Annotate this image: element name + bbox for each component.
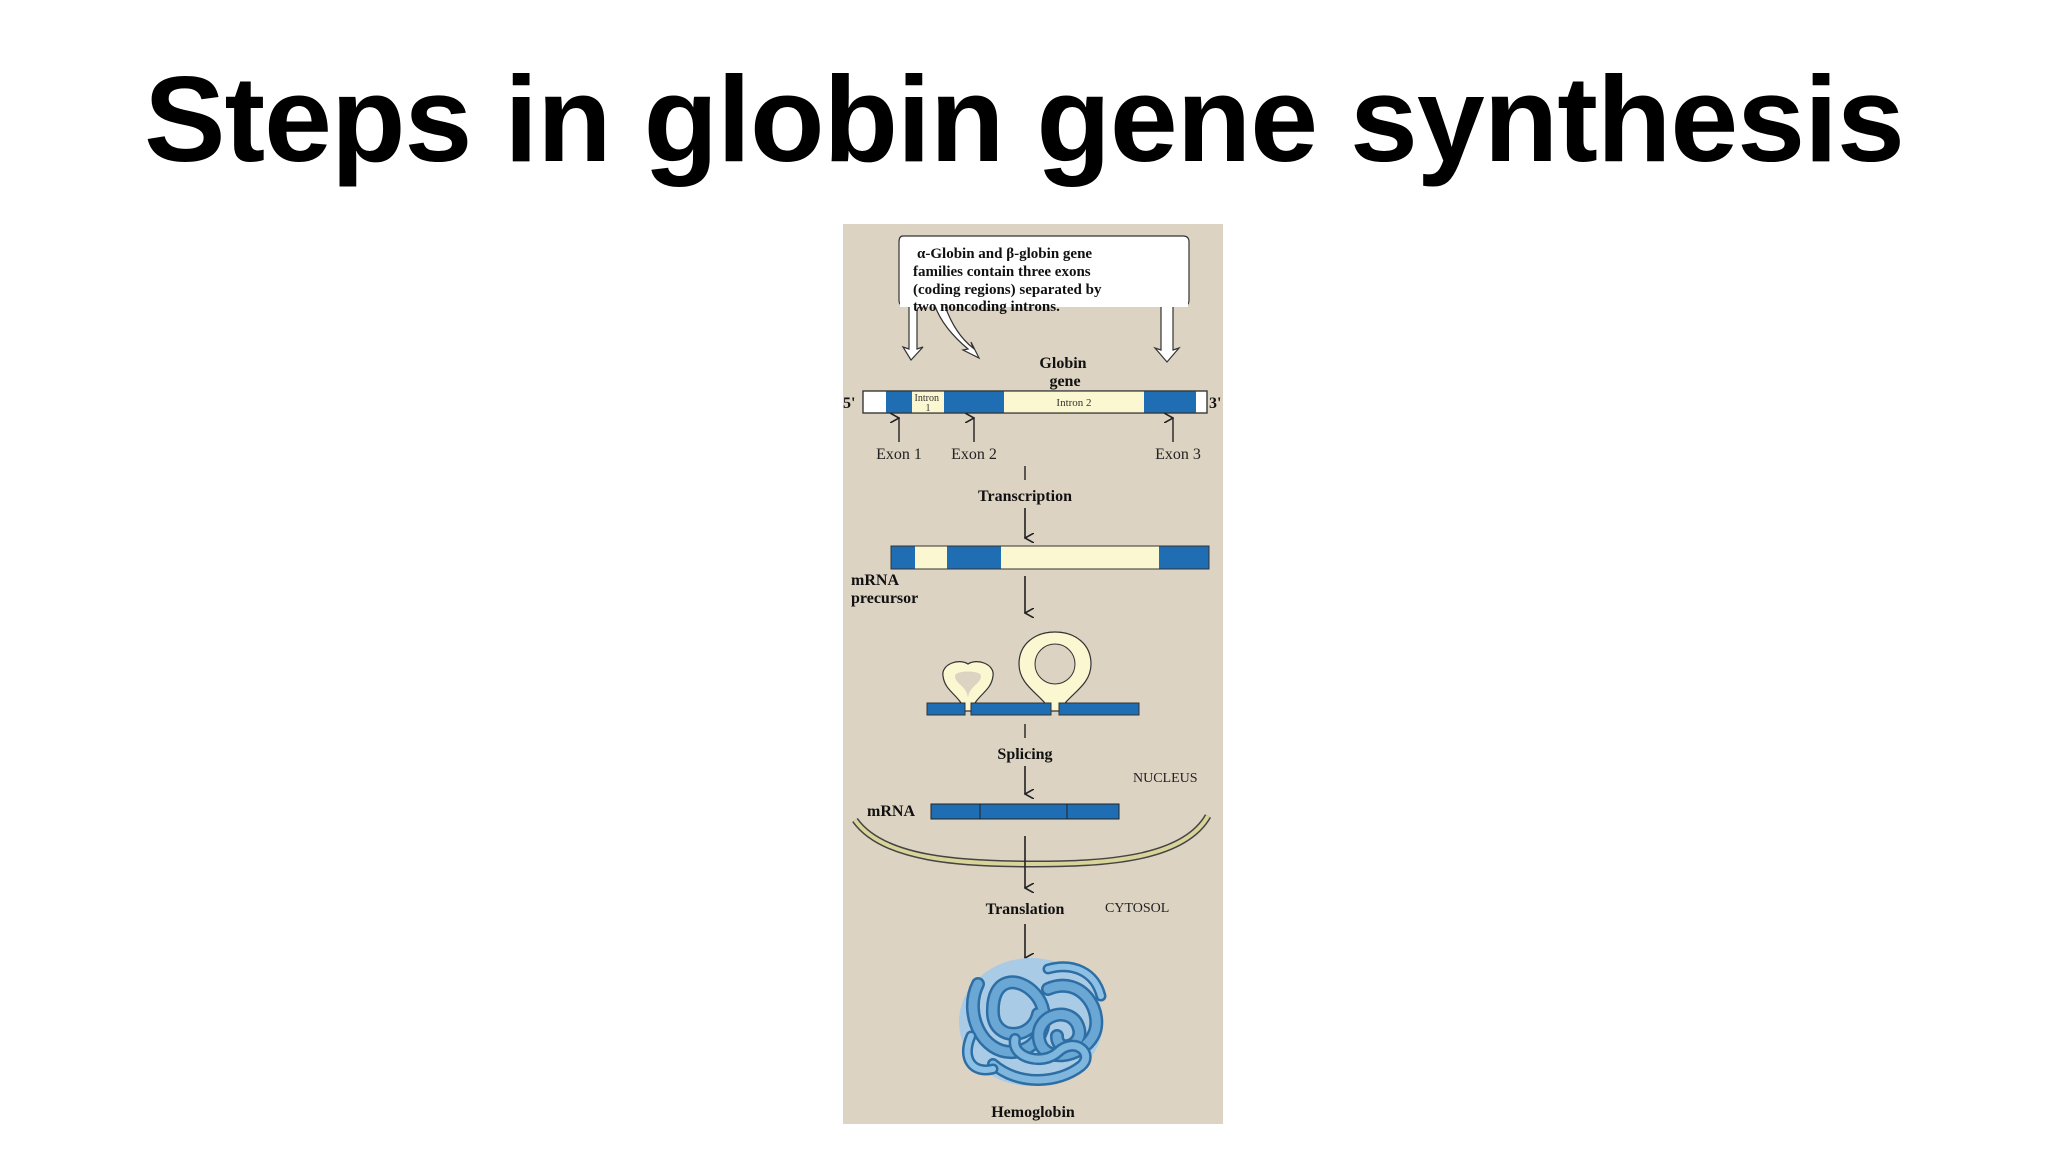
gene-label-line-2: gene bbox=[1049, 373, 1080, 390]
mrna-precursor-label-line-2: precursor bbox=[851, 590, 918, 607]
globin-gene-bar bbox=[862, 390, 1208, 414]
mrna-precursor-bar bbox=[890, 545, 1210, 570]
svg-text:mRNA precursor: mRNA precursor bbox=[851, 572, 918, 607]
three-prime-label: 3' bbox=[1209, 395, 1221, 412]
svg-text:Globin gene: Globin gene bbox=[1039, 355, 1090, 390]
cytosol-label: CYTOSOL bbox=[1105, 901, 1169, 916]
five-prime-label: 5' bbox=[843, 395, 855, 412]
callout-line-1: α-Globin and β-globin gene bbox=[917, 246, 1092, 262]
translation-label: Translation bbox=[986, 901, 1065, 918]
splicing-intermediate bbox=[926, 631, 1140, 716]
splicing-label: Splicing bbox=[997, 746, 1052, 763]
callout-line-2: families contain three exons bbox=[913, 264, 1091, 280]
callout-bubble: α-Globin and β-globin gene families cont… bbox=[898, 235, 1190, 363]
callout-line-4: two noncoding introns. bbox=[913, 299, 1060, 315]
exon1-label: Exon 1 bbox=[876, 446, 922, 463]
intron1-label-line-2: 1 bbox=[926, 403, 931, 414]
mature-mrna-bar bbox=[930, 803, 1120, 820]
mrna-label: mRNA bbox=[867, 803, 915, 820]
nucleus-label: NUCLEUS bbox=[1133, 771, 1198, 786]
gene-label-line-1: Globin bbox=[1039, 355, 1086, 372]
svg-text:α-Globin and β-globin gene: α-Globin and β-globin gene families cont… bbox=[913, 246, 1105, 315]
hemoglobin-label: Hemoglobin bbox=[991, 1104, 1075, 1121]
hemoglobin-structure bbox=[959, 958, 1107, 1086]
callout-line-3: (coding regions) separated by bbox=[913, 282, 1102, 298]
slide-title: Steps in globin gene synthesis bbox=[144, 51, 1905, 187]
svg-text:Intron 1: Intron 1 bbox=[915, 393, 942, 414]
globin-synthesis-figure: α-Globin and β-globin gene families cont… bbox=[843, 224, 1223, 1124]
intron1-label-line-1: Intron bbox=[915, 393, 939, 404]
intron2-label: Intron 2 bbox=[1056, 397, 1091, 409]
transcription-label: Transcription bbox=[978, 488, 1072, 505]
exon2-label: Exon 2 bbox=[951, 446, 997, 463]
mrna-precursor-label-line-1: mRNA bbox=[851, 572, 899, 589]
exon3-label: Exon 3 bbox=[1155, 446, 1201, 463]
